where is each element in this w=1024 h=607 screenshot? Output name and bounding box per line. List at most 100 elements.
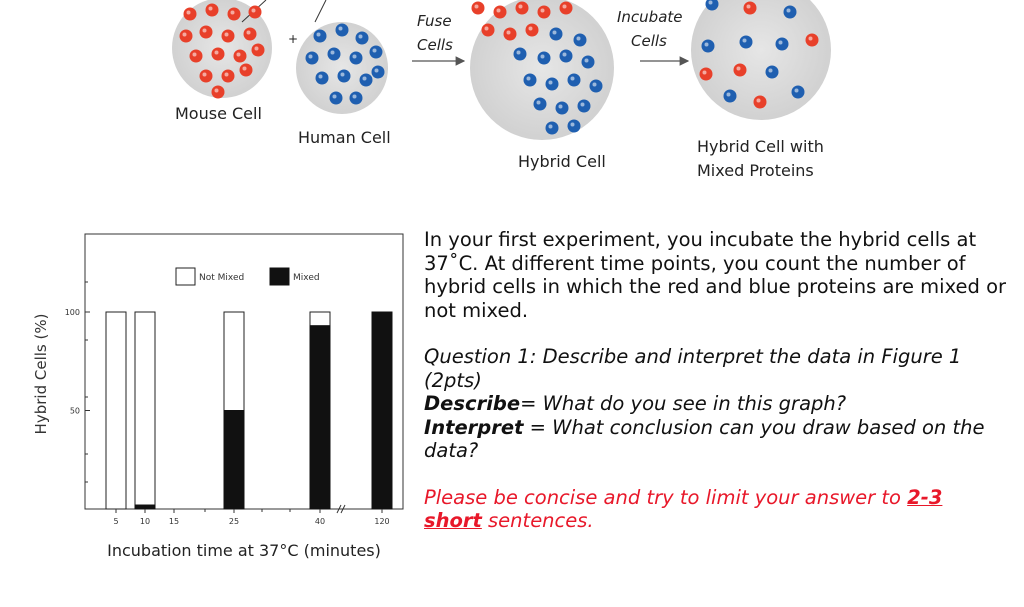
blue-protein-dot (371, 65, 385, 79)
blue-protein-dot (337, 69, 351, 83)
plus-sign: + (288, 32, 299, 46)
concise-note: Please be concise and try to limit your … (424, 486, 1014, 533)
y-axis-title: Hybrid Cells (%) (32, 314, 50, 435)
blue-protein-dot (573, 33, 587, 47)
blue-protein-dot (577, 99, 591, 113)
y-tick-label: 100 (65, 308, 80, 317)
blue-protein-dot (513, 47, 527, 61)
mixed-cell-label-line2: Mixed Proteins (697, 161, 814, 180)
blue-protein-dot (533, 97, 547, 111)
note-underline-2: short (424, 509, 482, 532)
bar-not-mixed (309, 311, 331, 327)
blue-protein-dot (369, 45, 383, 59)
red-protein-dot (243, 27, 257, 41)
red-protein-dot (537, 5, 551, 19)
blue-protein-dot (545, 121, 559, 135)
x-axis-title: Incubation time at 37°C (minutes) (107, 541, 381, 560)
mouse-cell-label: Mouse Cell (175, 104, 262, 123)
blue-protein-dot (559, 49, 573, 63)
red-protein-dot (205, 3, 219, 17)
mixed-cell-label-line1: Hybrid Cell with (697, 137, 824, 156)
blue-protein-dot (313, 29, 327, 43)
interpret-rest: = What conclusion can you draw based on … (424, 415, 985, 463)
red-protein-dot (179, 29, 193, 43)
blue-protein-dot (315, 71, 329, 85)
red-protein-dot (481, 23, 495, 37)
blue-protein-dot (701, 39, 715, 53)
blue-protein-dot (589, 79, 603, 93)
blue-protein-dot (765, 65, 779, 79)
red-protein-dot (221, 29, 235, 43)
bar-mixed (371, 311, 393, 510)
cell-fusion-diagram: Mouse Cell Human Cell + Fuse Cells Hybri… (0, 0, 1024, 200)
question-text: In your first experiment, you incubate t… (424, 228, 1014, 533)
blue-protein-dot (567, 73, 581, 87)
red-protein-dot (493, 5, 507, 19)
blue-protein-dot (305, 51, 319, 65)
incubate-label: Incubate (617, 8, 683, 26)
red-protein-dot (233, 49, 247, 63)
axis-break-icon (336, 504, 346, 514)
incubate-label-cells: Cells (631, 32, 667, 50)
describe-bold: Describe (424, 392, 521, 415)
red-protein-dot (743, 1, 757, 15)
red-protein-dot (525, 23, 539, 37)
bar-not-mixed (134, 311, 156, 506)
red-protein-dot (227, 7, 241, 21)
hybrid-cell (470, 0, 614, 140)
fuse-label-cells: Cells (417, 36, 453, 54)
red-protein-dot (183, 7, 197, 21)
bar-not-mixed (105, 311, 127, 510)
blue-protein-dot (329, 91, 343, 105)
legend-mixed-label: Mixed (293, 273, 320, 283)
red-protein-dot (699, 67, 713, 81)
fuse-label: Fuse (417, 12, 452, 30)
note-pre: Please be concise and try to limit your … (424, 485, 908, 509)
protein-dots (179, 0, 819, 135)
describe-rest: = What do you see in this graph? (520, 392, 847, 415)
x-tick-label: 15 (169, 517, 179, 526)
red-protein-dot (471, 1, 485, 15)
red-protein-dot (733, 63, 747, 77)
describe-line: Describe= What do you see in this graph? (424, 392, 1014, 416)
red-protein-dot (211, 85, 225, 99)
human-cell (296, 22, 388, 114)
bar-mixed (134, 504, 156, 510)
legend-mixed-swatch (269, 267, 290, 286)
bar-mixed (223, 410, 245, 510)
blue-protein-dot (523, 73, 537, 87)
human-cell-label: Human Cell (298, 128, 391, 147)
blue-protein-dot (791, 85, 805, 99)
legend-not-mixed-swatch (175, 267, 196, 286)
note-post: sentences. (481, 509, 594, 532)
x-tick-label: 5 (113, 517, 118, 526)
y-tick-label: 50 (70, 407, 80, 416)
x-tick-label: 25 (229, 517, 239, 526)
note-underline-1: 2-3 (907, 485, 943, 509)
hybrid-cell-label: Hybrid Cell (518, 152, 606, 171)
x-tick-label: 10 (140, 517, 150, 526)
red-protein-dot (239, 63, 253, 77)
red-protein-dot (753, 95, 767, 109)
red-protein-dot (805, 33, 819, 47)
blue-protein-dot (555, 101, 569, 115)
red-protein-dot (503, 27, 517, 41)
blue-protein-dot (355, 31, 369, 45)
blue-protein-dot (537, 51, 551, 65)
question-1: Question 1: Describe and interpret the d… (424, 345, 962, 392)
blue-protein-dot (783, 5, 797, 19)
blue-protein-dot (739, 35, 753, 49)
blue-protein-dot (581, 55, 595, 69)
x-tick-label: 40 (315, 517, 325, 526)
blue-protein-dot (327, 47, 341, 61)
blue-protein-dot (775, 37, 789, 51)
interpret-line: Interpret = What conclusion can you draw… (424, 416, 1014, 463)
blue-protein-dot (549, 27, 563, 41)
blue-protein-dot (335, 23, 349, 37)
bar-mixed (309, 325, 331, 510)
blue-protein-dot (349, 91, 363, 105)
red-protein-dot (248, 5, 262, 19)
blue-protein-dot (359, 73, 373, 87)
